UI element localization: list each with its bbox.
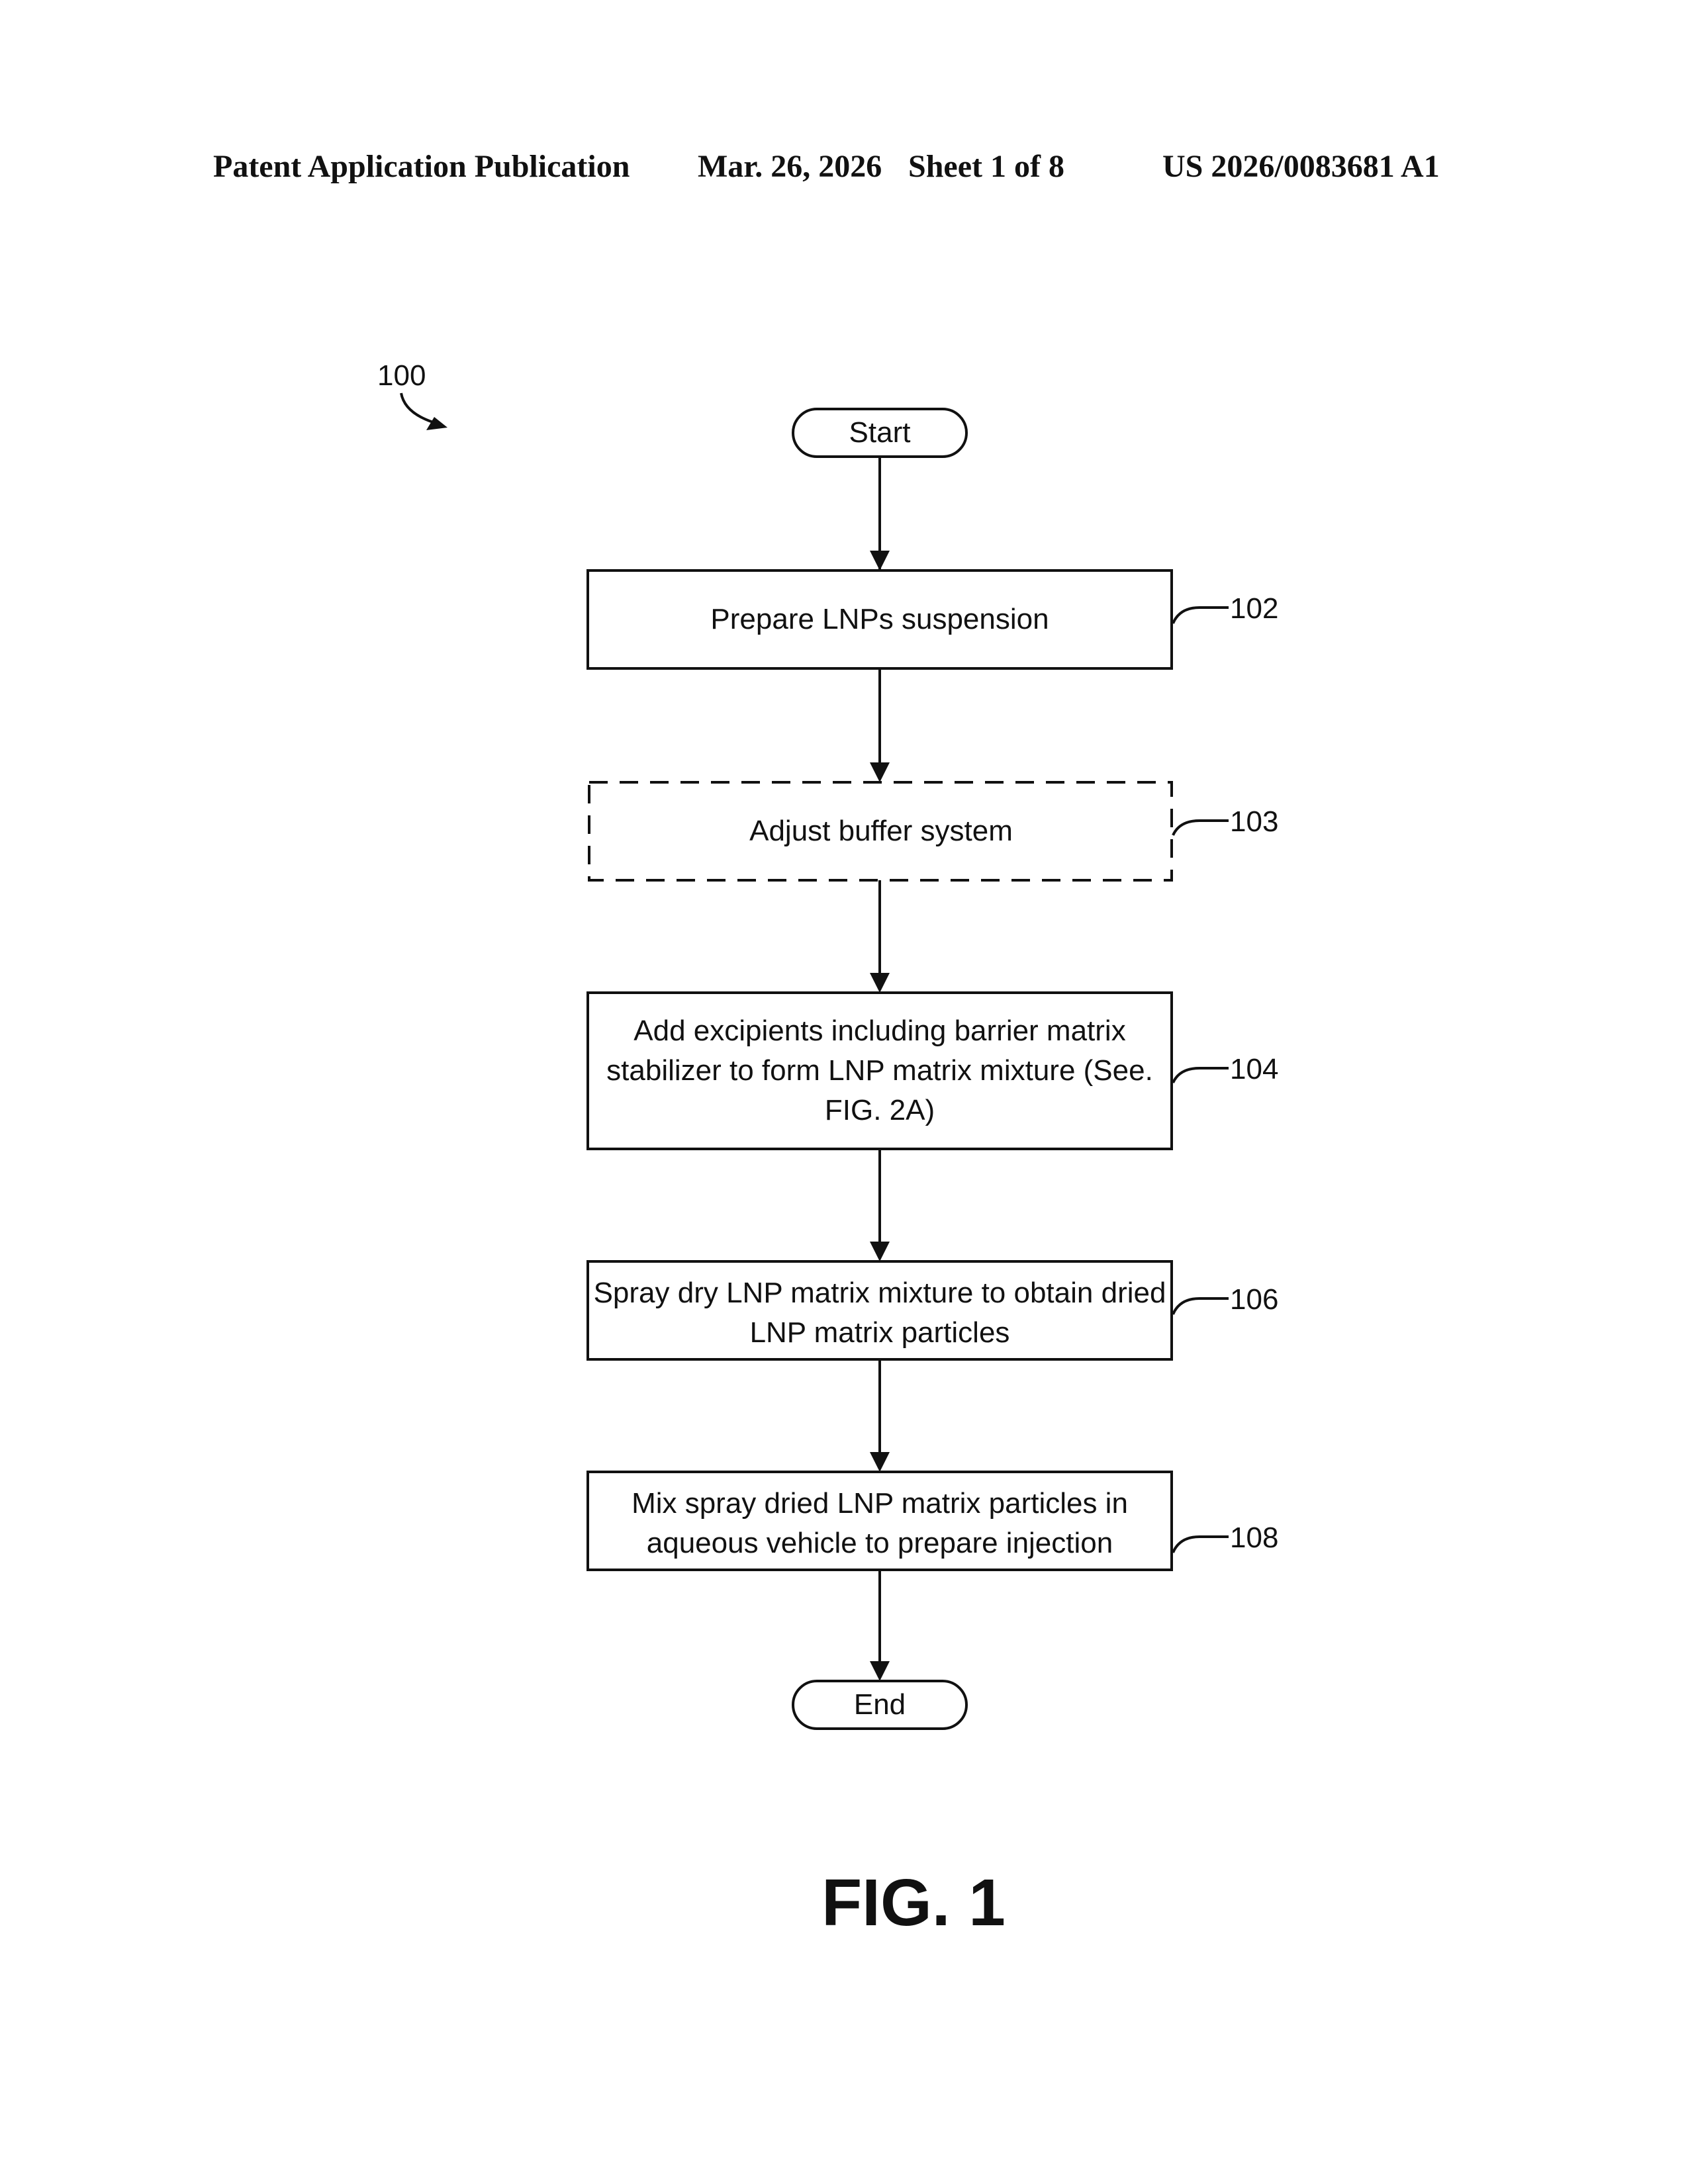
step-108-text-line-1: Mix spray dried LNP matrix particles in [632,1487,1128,1520]
step-104-text-line-2: stabilizer to form LNP matrix mixture (S… [606,1054,1153,1087]
step-102-ref: 102 [1230,592,1278,625]
step-104-text-line-1: Add excipients including barrier matrix [633,1015,1125,1047]
leader-line-104 [1173,1068,1229,1083]
step-103-text: Adjust buffer system [749,815,1013,847]
connector-arrowhead [870,1242,890,1261]
leader-line-103 [1173,821,1229,835]
figure-reference-number: 100 [377,359,426,392]
leader-line-108 [1173,1537,1229,1553]
connector-arrowhead [870,551,890,570]
step-106-text-line-1: Spray dry LNP matrix mixture to obtain d… [594,1277,1166,1309]
figure-reference-arrowhead [426,417,447,430]
leader-line-106 [1173,1298,1229,1314]
step-104-ref: 104 [1230,1053,1278,1085]
step-106-ref: 106 [1230,1283,1278,1316]
connector-arrowhead [870,1661,890,1681]
step-108-ref: 108 [1230,1522,1278,1554]
connector-arrowhead [870,973,890,993]
step-108-text-line-2: aqueous vehicle to prepare injection [647,1527,1113,1559]
step-103-ref: 103 [1230,805,1278,838]
end-label: End [854,1688,906,1721]
step-104-text-line-3: FIG. 2A) [825,1094,935,1126]
leader-line-102 [1173,608,1229,623]
connector-arrowhead [870,1452,890,1472]
start-label: Start [849,416,911,449]
connector-arrowhead [870,762,890,782]
step-106-text-line-2: LNP matrix particles [750,1316,1010,1349]
step-102-text: Prepare LNPs suspension [710,603,1049,635]
figure-label: FIG. 1 [781,1865,1046,1941]
